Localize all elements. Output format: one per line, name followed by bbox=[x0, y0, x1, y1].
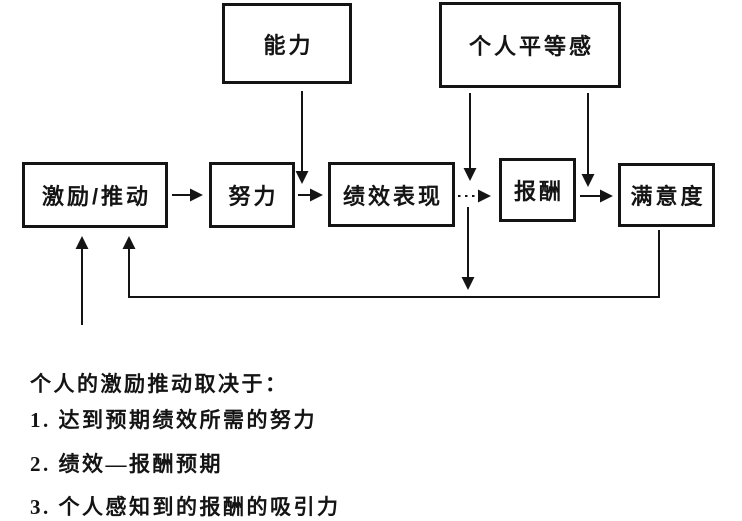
node-satisfaction: 满意度 bbox=[618, 163, 715, 227]
node-reward: 报酬 bbox=[499, 158, 576, 222]
node-effort: 努力 bbox=[209, 162, 295, 228]
notes-item-1: 1. 达到预期绩效所需的努力 bbox=[30, 408, 317, 432]
node-motivation: 激励/推动 bbox=[22, 162, 168, 228]
feedback-line-satisfaction-to-motivation bbox=[122, 230, 660, 298]
notes-item-2: 2. 绩效—报酬预期 bbox=[30, 452, 223, 476]
node-equity: 个人平等感 bbox=[439, 2, 621, 88]
notes-item-3: 3. 个人感知到的报酬的吸引力 bbox=[30, 495, 341, 519]
notes-heading: 个人的激励推动取决于： bbox=[30, 372, 289, 396]
node-ability: 能力 bbox=[222, 3, 352, 84]
node-performance: 绩效表现 bbox=[328, 162, 455, 227]
